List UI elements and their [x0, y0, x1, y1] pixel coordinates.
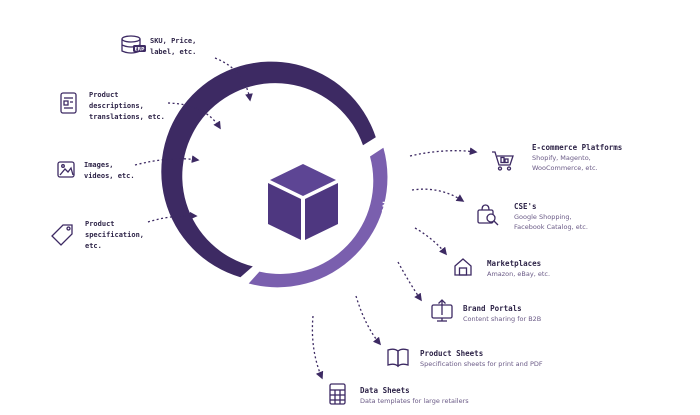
tag-icon	[51, 224, 73, 246]
output-title: Product Sheets	[420, 349, 484, 358]
output-cse: CSE's Google Shopping, Facebook Catalog,…	[514, 202, 588, 231]
cube-icon	[268, 164, 338, 240]
monitor-upload-icon	[431, 299, 453, 322]
spreadsheet-icon	[329, 383, 346, 405]
input-arrow-specification	[147, 211, 198, 223]
ring-output-segment	[248, 147, 388, 288]
book-icon	[387, 348, 409, 368]
input-arrow-erp	[214, 57, 253, 102]
output-marketplaces: Marketplaces Amazon, eBay, etc.	[487, 259, 551, 278]
storefront-icon	[454, 258, 472, 276]
output-arrow-cse	[411, 188, 465, 202]
output-ecommerce: E-commerce Platforms Shopify, Magento, W…	[532, 143, 623, 172]
cart-icon	[492, 151, 514, 171]
svg-text:ERP: ERP	[135, 47, 146, 53]
output-arrows	[311, 147, 478, 380]
output-title: Brand Portals	[463, 304, 522, 313]
output-arrow-brand-portals	[397, 261, 422, 302]
output-title: Data Sheets	[360, 386, 410, 395]
output-brand-portals: Brand Portals Content sharing for B2B	[463, 304, 542, 323]
output-arrow-product-sheets	[355, 295, 381, 346]
input-arrow-descriptions	[167, 102, 221, 130]
bag-search-icon	[477, 204, 499, 226]
output-data-sheets: Data Sheets Data templates for large ret…	[360, 386, 469, 405]
input-label-erp: SKU, Price,label, etc.	[150, 37, 197, 56]
input-arrows	[134, 57, 253, 223]
output-arrow-ecommerce	[409, 147, 478, 157]
image-icon	[57, 161, 75, 178]
document-icon	[60, 92, 77, 114]
output-title: Marketplaces	[487, 259, 542, 268]
ring-input-segment	[161, 61, 376, 278]
input-label-images: Images,videos, etc.	[84, 161, 135, 180]
ring-pim-label: PIM	[209, 152, 228, 176]
output-product-sheets: Product Sheets Specification sheets for …	[420, 349, 543, 368]
output-arrow-data-sheets	[311, 315, 324, 380]
input-arrow-images	[134, 155, 200, 166]
erp-database-icon: ERP	[121, 35, 146, 54]
output-title: CSE's	[514, 202, 537, 211]
output-title: E-commerce Platforms	[532, 143, 623, 152]
output-arrow-marketplaces	[414, 227, 447, 256]
